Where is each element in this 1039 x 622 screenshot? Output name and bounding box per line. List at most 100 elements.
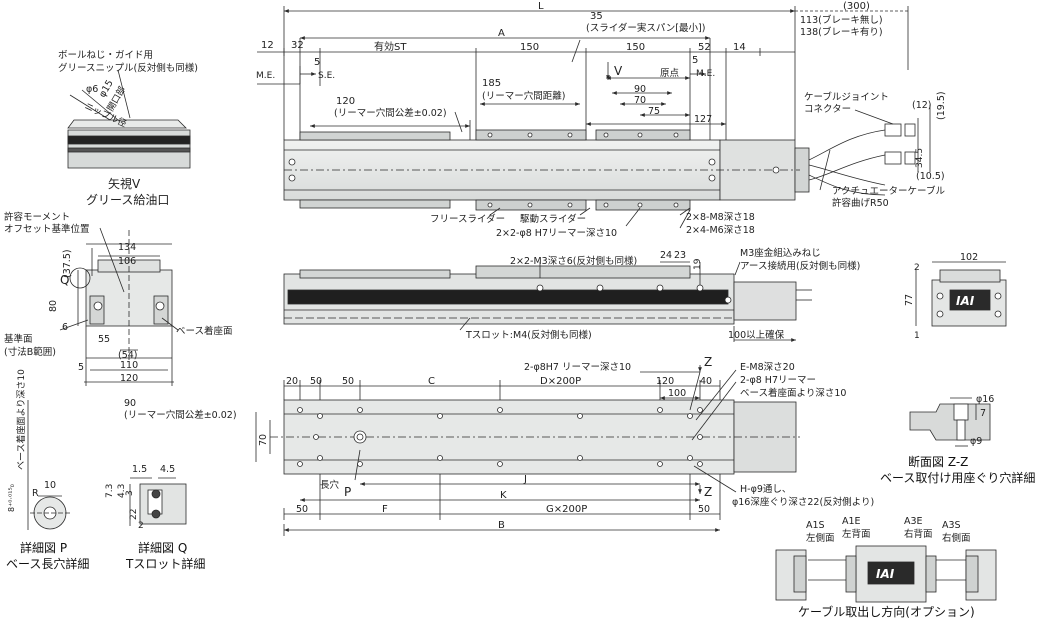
opt-a1e: A1E (842, 516, 861, 527)
dim-K: K (500, 490, 507, 501)
dim-Gx200P: G×200P (546, 504, 587, 515)
detail-p (27, 400, 72, 530)
phi9: φ9 (970, 436, 982, 447)
brake-on: 138(ブレーキ有り) (800, 26, 883, 38)
dim-6: 6 (62, 322, 68, 333)
dim-20: 20 (286, 376, 298, 387)
depth-note: ベース着座面より深さ10 (15, 369, 27, 470)
iai-logo-text: IAI (956, 294, 975, 308)
phi16: φ16 (976, 394, 994, 405)
motor-end-view (915, 261, 1007, 327)
dim-80: 80 (48, 300, 59, 312)
iai-logo-text-2: IAI (876, 567, 895, 581)
dim-Dx200P: D×200P (540, 376, 581, 387)
dim-70: 70 (634, 95, 646, 106)
ream-base: 2-φ8H7 リーマー深さ10 (524, 362, 631, 373)
h7-b: ベース着座面より深さ10 (740, 387, 846, 399)
moment-1: 許容モーメント (4, 211, 70, 223)
labels: L (300) 35 (スライダー実スパン[最小]) 113(ブレーキ無し) 1… (4, 1, 1035, 619)
dim-134: 134 (118, 242, 136, 253)
cable-direction-title: ケーブル取出し方向(オプション) (798, 604, 975, 619)
phi6: φ6 (86, 84, 98, 95)
cable-direction-options (775, 545, 997, 603)
grease-title-1: ボールねじ・ガイド用 (58, 50, 153, 61)
ream-tolerance-2: (リーマー穴間公差±0.02) (124, 409, 237, 421)
dim-5a: 5 (314, 57, 320, 68)
dim-54: (54) (118, 350, 138, 361)
dim-12: 12 (261, 40, 274, 51)
dim-34-5: 34.5 (915, 148, 925, 168)
dim-A: A (498, 28, 505, 39)
top-view-holes (288, 132, 780, 208)
dim-50b: 50 (342, 376, 354, 387)
label-p: P (344, 485, 351, 499)
actuator-cable: アクチュエーターケーブル (832, 185, 945, 197)
dim-19-5: (19.5) (936, 91, 947, 120)
grease-title-2: グリースニップル(反対側も同様) (58, 62, 198, 74)
dim-24: 24 (660, 250, 672, 261)
dim-4-3: 4.3 (117, 484, 127, 498)
dim-10: 10 (44, 480, 56, 491)
dim-120: 120 (336, 96, 355, 107)
dim-120c: 120 (656, 376, 674, 387)
dim-F: F (382, 504, 388, 515)
t-slot: Tスロット:M4(反対側も同様) (465, 329, 592, 341)
base-face: ベース着座面 (176, 325, 233, 337)
dim-90b: 90 (124, 398, 136, 409)
ground: アース接続用(反対側も同様) (740, 260, 860, 272)
dim-7-3: 7.3 (105, 484, 115, 498)
dim-stroke: 有効ST (374, 40, 407, 53)
dim-B: B (498, 520, 505, 531)
section-mark-z-top: Z (704, 355, 712, 369)
slider-span: (スライダー実スパン[最小]) (586, 22, 705, 34)
h-counterbore: φ16深座ぐり深さ22(反対側より) (732, 496, 874, 508)
m3-tap: 2×2-M3深さ6(反対側も同様) (510, 255, 637, 267)
dim-1-5: 1.5 (132, 464, 147, 475)
bend-radius: 許容曲げR50 (832, 197, 889, 209)
dim-4-5: 4.5 (160, 464, 175, 475)
dim-50d: 50 (698, 504, 710, 515)
dim-106: 106 (118, 256, 136, 267)
dim-185: 185 (482, 78, 501, 89)
dim-100: 100 (668, 388, 686, 399)
side-view (283, 261, 812, 342)
top-view (257, 6, 931, 229)
dim-120b: 120 (120, 373, 138, 384)
free-slider: フリースライダー (430, 213, 505, 225)
drive-slider: 駆動スライダー (520, 213, 586, 225)
dim-5b: 5 (692, 55, 698, 66)
dim-J: J (523, 474, 527, 485)
ream-hole-note: 2×2-φ8 H7リーマー深さ10 (496, 228, 617, 239)
opt-a1s-sub: 左側面 (806, 532, 835, 544)
long-hole: 長穴 (320, 479, 340, 491)
dim-75: 75 (648, 106, 660, 117)
m6-note: 2×4-M6深さ18 (686, 225, 755, 236)
dim-3: 3 (125, 490, 135, 496)
section-mark-z-bottom: Z (704, 485, 712, 499)
dim-150b: 150 (626, 42, 645, 53)
brake-off: 113(ブレーキ無し) (800, 14, 883, 26)
detail-p-title: 詳細図 P (20, 540, 67, 555)
dim-7: 7 (980, 408, 986, 419)
cable-joint: ケーブルジョイント (804, 91, 889, 103)
dim-23: 23 (674, 250, 686, 261)
dim-102: 102 (960, 252, 978, 263)
m3-screw: M3座金組込みねじ (740, 247, 821, 259)
dim-22: 22 (129, 509, 139, 520)
connector: コネクター (804, 104, 851, 115)
dim-12p: (12) (912, 100, 932, 111)
tolerance-8: 8⁺⁰·⁰¹⁵₀ (7, 484, 16, 512)
detail-q-sub: Tスロット詳細 (125, 556, 205, 571)
label-me-left: M.E. (256, 71, 275, 81)
dim-32: 32 (291, 40, 304, 51)
dim-37-5: (37.5) (62, 249, 73, 278)
grease-port: グリース給油口 (86, 193, 169, 207)
base-ref-1: 基準面 (4, 333, 33, 345)
grease-port-view (67, 69, 191, 169)
dim-1: 1 (914, 331, 920, 341)
dim-2: 2 (914, 263, 920, 273)
dim-14: 14 (733, 42, 746, 53)
dim-300: (300) (843, 1, 870, 12)
dim-35: 35 (590, 11, 603, 22)
